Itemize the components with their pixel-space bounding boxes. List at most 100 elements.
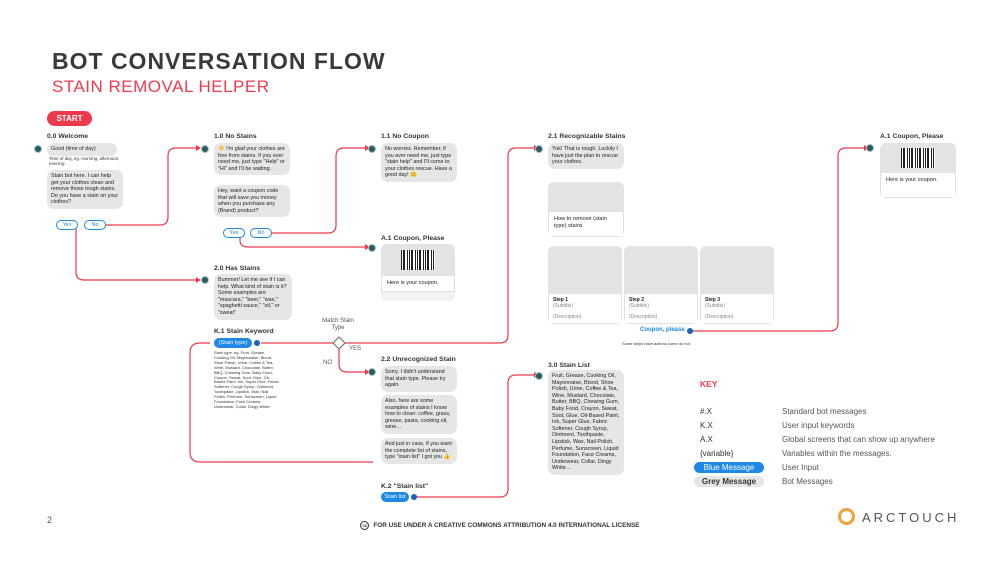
- carousel-step-label: Step 3: [705, 297, 721, 303]
- carousel-subtitle: (Subtitle): [629, 303, 650, 309]
- no-stains-yes-button[interactable]: Yes: [223, 228, 245, 238]
- key-code: K.X: [700, 421, 713, 430]
- has-stains-title: 2.0 Has Stains: [214, 265, 261, 272]
- recognizable-card: How to remove (stain type) stains: [548, 182, 624, 237]
- welcome-bubble-1: Good (time of day): [47, 143, 117, 156]
- bot-avatar: [535, 145, 543, 153]
- bot-avatar: [201, 276, 209, 284]
- carousel-card-step-2: Step 2 (Subtitle) (Description): [624, 246, 698, 324]
- welcome-note: Time of day, eg. morning, afternoon, eve…: [49, 156, 120, 167]
- carousel-card-step-1: Step 1 (Subtitle) (Description): [548, 246, 622, 324]
- decision-yes-label: YES: [349, 346, 362, 352]
- bot-avatar: [535, 372, 543, 380]
- key-code: {variable}: [700, 449, 734, 458]
- welcome-no-button[interactable]: No: [84, 220, 106, 230]
- no-stains-bubble-2: Hey, want a coupon code that will save y…: [214, 185, 290, 218]
- carousel-step-label: Step 2: [629, 297, 645, 303]
- start-badge: START: [47, 111, 92, 126]
- arrowhead: [365, 145, 370, 151]
- carousel-note: Some steps have actions some do not.: [622, 341, 691, 346]
- stain-list-title: 3.0 Stain List: [548, 362, 590, 369]
- recognizable-title: 2.1 Recognizable Stains: [548, 133, 626, 140]
- stain-type-keyword[interactable]: (Stain type): [214, 338, 252, 348]
- carousel-description: (Description): [705, 314, 734, 320]
- coupon-please-button[interactable]: Coupon, please: [640, 327, 685, 333]
- key-desc: Variables within the messages.: [782, 449, 892, 458]
- stain-list-keyword[interactable]: Stain list: [381, 492, 409, 502]
- key-code: A.X: [700, 435, 713, 444]
- coupon-mid-title: A.1 Coupon, Please: [381, 235, 445, 242]
- recognizable-bubble: Yuk! That is rough. Luckily I have just …: [548, 143, 624, 169]
- welcome-title: 0.0 Welcome: [47, 133, 89, 140]
- connector-no-to-no-stains: [104, 147, 196, 226]
- connector-no-to-unrecognized: [338, 349, 365, 373]
- arrowhead: [196, 277, 201, 283]
- no-stains-title: 1.0 No Stains: [214, 133, 257, 140]
- arrowhead: [196, 145, 201, 151]
- no-stains-bubble-1: ☀️ I'm glad your clothes are free from s…: [214, 143, 290, 176]
- stain-list-keyword-title: K.2 "Stain list": [381, 483, 429, 490]
- connector-yes-to-recognizable: [345, 147, 534, 344]
- unrecognized-bubble-1: Sorry. I didn't understand that stain ty…: [381, 366, 457, 392]
- unrecognized-title: 2.2 Unrecognized Stain: [381, 356, 456, 363]
- stain-keyword-title: K.1 Stain Keyword: [214, 328, 274, 335]
- coupon-image: [880, 143, 956, 173]
- coupon-right-text: Here is your coupon.: [880, 173, 956, 198]
- decision-no-label: NO: [323, 360, 332, 366]
- unrecognized-bubble-3: And just in case, if you want the comple…: [381, 438, 457, 464]
- recognizable-card-text: How to remove (stain type) stains: [548, 212, 624, 237]
- connector-yes-to-has-stains: [75, 229, 196, 281]
- carousel-subtitle: (Subtitle): [705, 303, 726, 309]
- key-blue-message: Blue Message: [694, 462, 764, 473]
- user-avatar: [411, 494, 417, 500]
- barcode-icon: [401, 250, 435, 270]
- carousel-step-label: Step 1: [553, 297, 569, 303]
- connector-coupon-button-to-coupon: [690, 147, 864, 332]
- bot-avatar: [368, 368, 376, 376]
- carousel-description: (Description): [629, 314, 658, 320]
- carousel-subtitle: (Subtitle): [553, 303, 574, 309]
- no-stains-no-button[interactable]: No: [250, 228, 272, 238]
- key-desc: User Input: [782, 463, 819, 472]
- page-title: BOT CONVERSATION FLOW: [52, 48, 386, 74]
- coupon-right-title: A.1 Coupon, Please: [880, 133, 944, 140]
- key-desc: Global screens that can show up anywhere: [782, 435, 935, 444]
- user-avatar: [254, 340, 260, 346]
- user-avatar: [687, 328, 693, 334]
- connector-loop-to-keyword: [189, 342, 373, 463]
- bot-avatar: [368, 244, 376, 252]
- carousel-description: (Description): [553, 314, 582, 320]
- page-subtitle: STAIN REMOVAL HELPER: [52, 77, 270, 96]
- steps-carousel[interactable]: Step 1 (Subtitle) (Description) Step 2 (…: [548, 246, 775, 326]
- no-coupon-bubble: No worries. Remember, if you ever need m…: [381, 143, 457, 182]
- decision-diamond: [332, 336, 346, 350]
- barcode-icon: [901, 148, 935, 168]
- license-text: FOR USE UNDER A CREATIVE COMMONS ATTRIBU…: [373, 522, 640, 530]
- bot-avatar: [201, 145, 209, 153]
- key-desc: User input keywords: [782, 421, 855, 430]
- coupon-mid-card: Here is your coupon.: [381, 244, 455, 301]
- carousel-card-step-3: Step 3 (Subtitle) (Description): [700, 246, 774, 324]
- arrowhead: [365, 369, 370, 375]
- welcome-bubble-2: Stain bot here. I can help get your clot…: [47, 170, 123, 209]
- no-coupon-title: 1.1 No Coupon: [381, 133, 429, 140]
- has-stains-bubble: Bummer! Let me see if I can help. What k…: [214, 274, 292, 320]
- stain-keyword-list: Stain type: eg. Fruit, Grease, Cooking O…: [214, 350, 279, 409]
- welcome-yes-button[interactable]: Yes: [56, 220, 78, 230]
- bot-avatar: [866, 144, 874, 152]
- creative-commons-icon: cc: [360, 521, 370, 530]
- page-number: 2: [47, 515, 53, 525]
- card-image: [548, 182, 624, 212]
- bot-avatar: [34, 145, 42, 153]
- key-code: #.X: [700, 407, 713, 416]
- coupon-right-card: Here is your coupon.: [880, 143, 956, 198]
- bot-avatar: [368, 145, 376, 153]
- key-desc: Standard bot messages: [782, 407, 867, 416]
- connector-no-to-no-coupon: [267, 147, 365, 234]
- key-grey-message: Grey Message: [694, 476, 764, 487]
- coupon-mid-text: Here is your coupon.: [381, 276, 455, 292]
- arctouch-logo-text: ARCTOUCH: [862, 510, 960, 525]
- connector-list-to-stain-list: [411, 374, 534, 498]
